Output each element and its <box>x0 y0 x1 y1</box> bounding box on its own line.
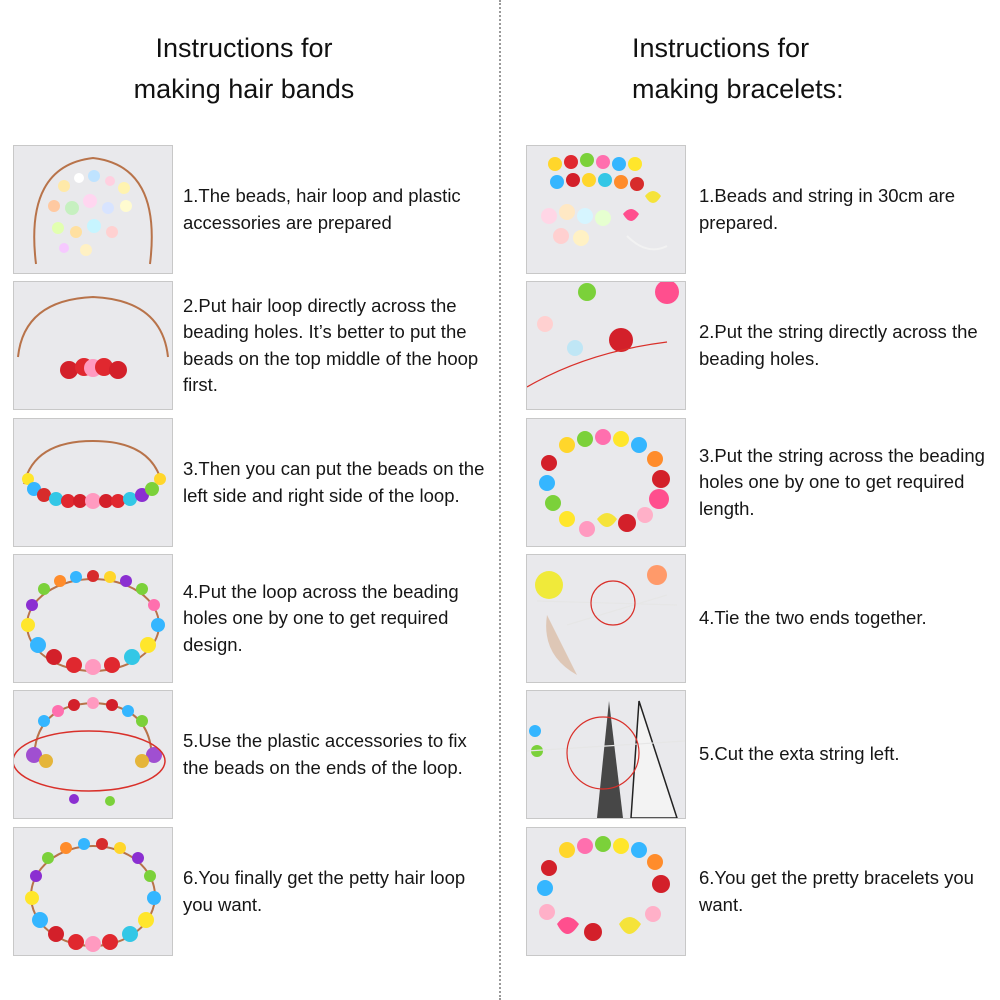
bracelet-step-5-text: 5.Cut the exta string left. <box>699 743 900 765</box>
bracelet-step-2-photo <box>526 281 686 410</box>
hair-band-step-3-photo <box>13 418 173 547</box>
bracelet-step-4-text: 4.Tie the two ends together. <box>699 607 927 629</box>
bracelet-step-3-text: 3.Put the string across the beading hole… <box>699 444 985 519</box>
hair-band-step-5-photo <box>13 690 173 819</box>
bracelet-step-1: 1.Beads and string in 30cm are prepared. <box>526 145 1000 274</box>
bracelet-step-1-text: 1.Beads and string in 30cm are prepared. <box>699 185 956 233</box>
hair-bands-title: Instructions for making hair bands <box>0 28 488 110</box>
hair-band-step-1: 1.The beads, hair loop and plastic acces… <box>13 145 505 274</box>
hair-band-step-1-photo <box>13 145 173 274</box>
bracelet-step-4: 4.Tie the two ends together. <box>526 554 1000 683</box>
hair-band-step-6: 6.You finally get the petty hair loop yo… <box>13 827 505 956</box>
bracelets-title-line2: making bracelets: <box>632 74 844 104</box>
bracelet-step-5-photo <box>526 690 686 819</box>
hair-bands-column: Instructions for making hair bands 1.The… <box>0 28 488 956</box>
bracelet-step-4-photo <box>526 554 686 683</box>
bracelet-step-1-photo <box>526 145 686 274</box>
hair-band-step-4: 4.Put the loop across the beading holes … <box>13 554 505 683</box>
hair-band-step-2-photo <box>13 281 173 410</box>
bracelet-step-6-photo <box>526 827 686 956</box>
hair-band-step-6-photo <box>13 827 173 956</box>
bracelet-step-2: 2.Put the string directly across the bea… <box>526 281 1000 410</box>
hair-band-step-2: 2.Put hair loop directly across the bead… <box>13 281 505 410</box>
bracelet-step-6-text: 6.You get the pretty bracelets you want. <box>699 867 974 915</box>
bracelet-step-6: 6.You get the pretty bracelets you want. <box>526 827 1000 956</box>
hair-band-step-3: 3.Then you can put the beads on the left… <box>13 418 505 547</box>
bracelets-title: Instructions for making bracelets: <box>632 28 844 110</box>
hair-band-step-3-text: 3.Then you can put the beads on the left… <box>183 458 485 506</box>
hair-bands-title-line1: Instructions for <box>155 33 333 63</box>
column-divider <box>499 0 501 1000</box>
bracelets-title-line1: Instructions for <box>632 33 810 63</box>
bracelets-column: Instructions for making bracelets: 1.Bea… <box>508 0 1000 1000</box>
hair-band-step-6-text: 6.You finally get the petty hair loop yo… <box>183 867 466 915</box>
hair-band-step-2-text: 2.Put hair loop directly across the bead… <box>183 294 479 396</box>
hair-bands-title-line2: making hair bands <box>133 74 355 104</box>
hair-band-step-5-text: 5.Use the plastic accessories to fix the… <box>183 730 467 778</box>
bracelet-step-3-photo <box>526 418 686 547</box>
hair-band-step-5: 5.Use the plastic accessories to fix the… <box>13 690 505 819</box>
bracelet-step-2-text: 2.Put the string directly across the bea… <box>699 321 978 369</box>
bracelet-step-3: 3.Put the string across the beading hole… <box>526 418 1000 547</box>
bracelet-step-5: 5.Cut the exta string left. <box>526 690 1000 819</box>
hair-band-step-4-photo <box>13 554 173 683</box>
hair-band-step-4-text: 4.Put the loop across the beading holes … <box>183 580 459 655</box>
hair-band-step-1-text: 1.The beads, hair loop and plastic acces… <box>183 185 461 233</box>
